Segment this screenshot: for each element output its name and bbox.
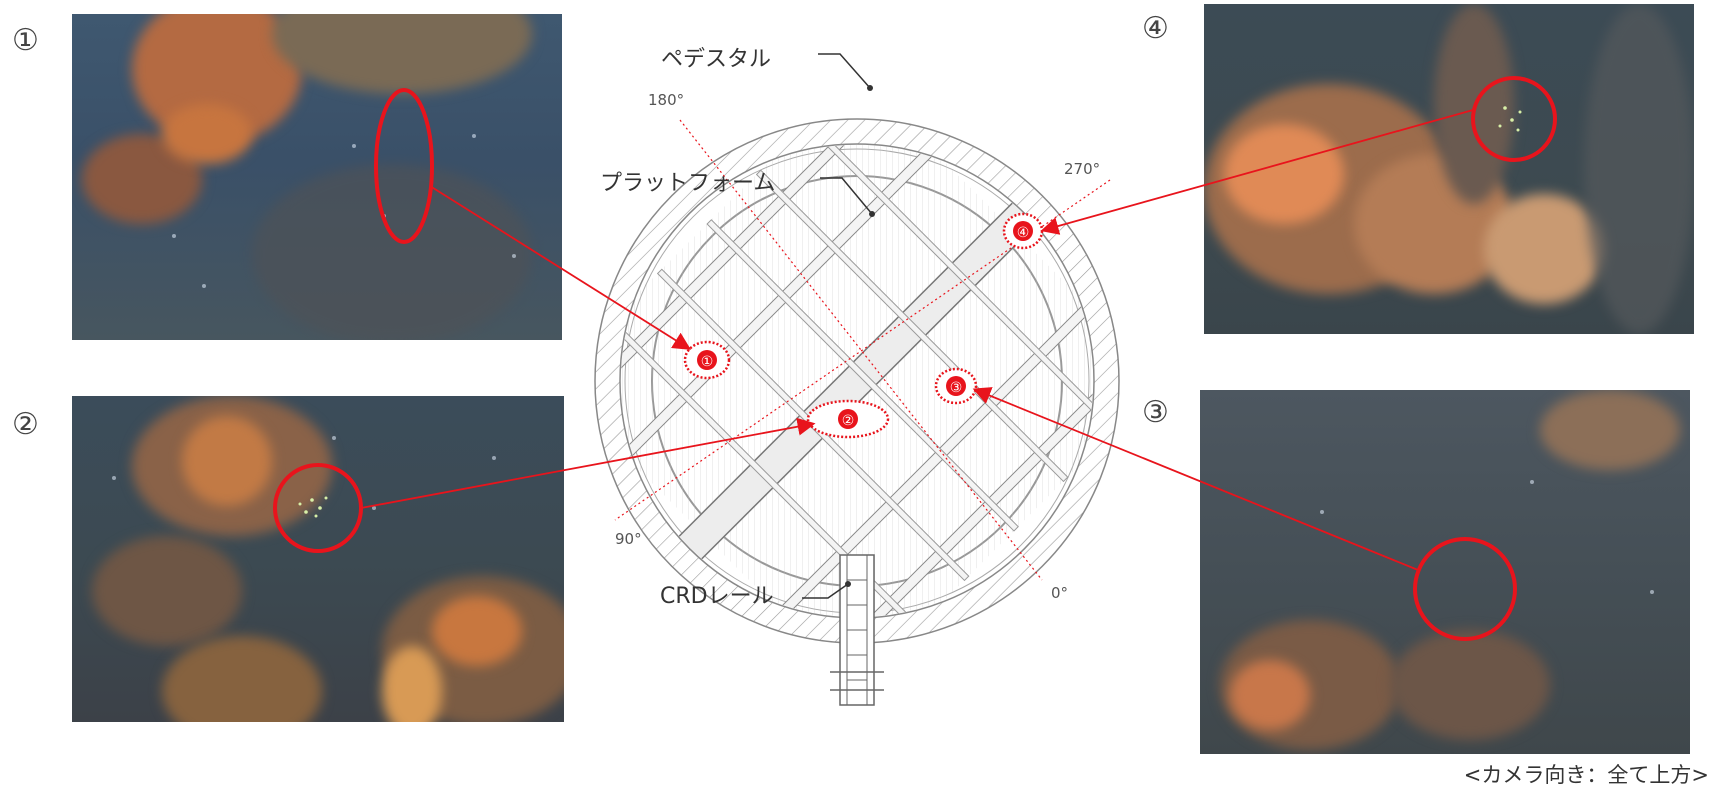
photo-2-number: ②	[12, 407, 39, 442]
svg-text:④: ④	[1017, 225, 1030, 241]
photo-2-highlight	[273, 463, 363, 553]
svg-text:③: ③	[950, 380, 963, 396]
marker-2: ②	[806, 399, 890, 439]
marker-1: ①	[683, 340, 731, 380]
arrow-4	[1040, 109, 1474, 235]
angle-180: 180°	[648, 91, 684, 109]
arrow-2	[360, 417, 816, 509]
marker-3: ③	[934, 367, 978, 405]
angle-90: 90°	[615, 530, 642, 548]
photo-3-highlight	[1413, 537, 1517, 641]
marker-4: ④	[1002, 212, 1044, 250]
svg-text:①: ①	[701, 354, 714, 370]
arrow-3	[972, 387, 1419, 571]
arrow-1	[429, 185, 692, 350]
photo-2	[72, 396, 564, 722]
photo-3	[1200, 390, 1690, 754]
photo-4-highlight	[1471, 76, 1557, 162]
camera-direction-caption: <カメラ向き：全て上方>	[1463, 763, 1709, 787]
photo-1	[72, 14, 562, 340]
photo-3-number: ③	[1142, 395, 1169, 430]
photo-4-number: ④	[1142, 11, 1169, 46]
angle-0: 0°	[1051, 584, 1068, 602]
platform	[621, 145, 1093, 617]
platform-label: プラットフォーム	[600, 171, 775, 196]
angle-270: 270°	[1064, 160, 1100, 178]
photo-1-number: ①	[12, 23, 39, 58]
svg-text:②: ②	[842, 413, 855, 429]
pedestal-label: ペデスタル	[661, 47, 771, 72]
crd-rail-label: CRDレール	[660, 584, 774, 609]
photo-4	[1204, 4, 1694, 334]
crd-rail	[830, 554, 884, 706]
photo-1-highlight	[374, 88, 434, 244]
